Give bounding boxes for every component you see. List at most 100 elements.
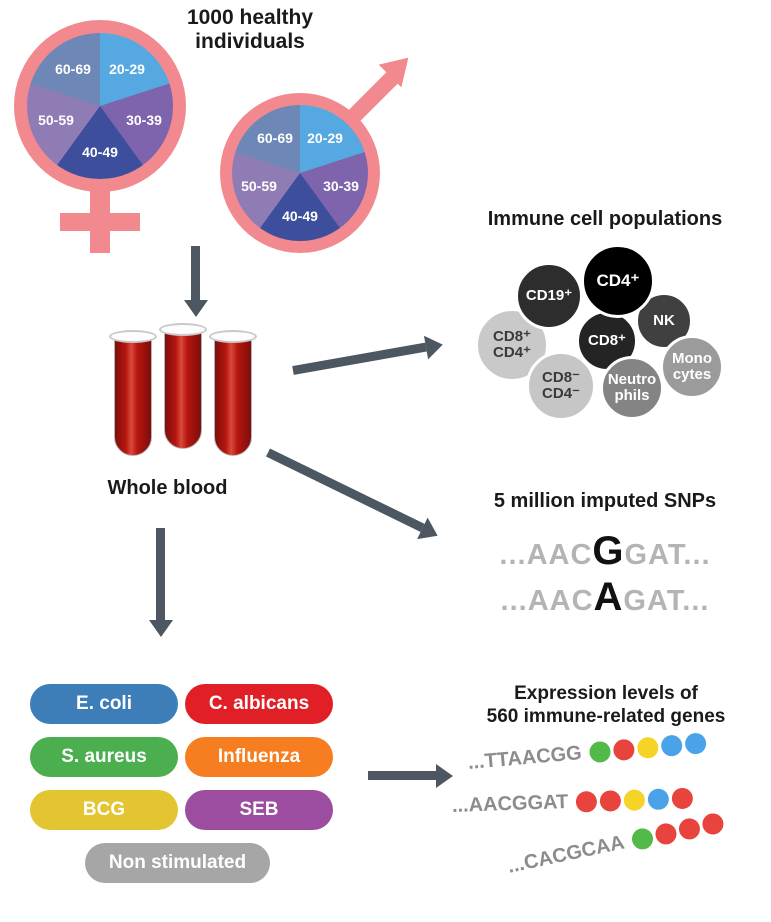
expression-bead [676, 816, 702, 842]
cell-label: Mono [672, 350, 712, 368]
expression-bead [599, 790, 622, 812]
expression-bead [629, 826, 655, 852]
expression-bead [636, 736, 660, 760]
male-symbol-ring: 20-29 30-39 40-49 50-59 60-69 [220, 93, 380, 253]
cell-label: NK [653, 312, 675, 330]
stimulus-label: E. coli [76, 693, 132, 714]
cell-label: cytes [672, 366, 712, 383]
stimulus-label: SEB [239, 799, 279, 820]
snp-sequence-alt: ...AACAGAT... [450, 574, 760, 620]
gene-sequence: ...CACGCAA [505, 831, 627, 878]
sequence-prefix: ...AAC [500, 585, 594, 617]
cell-cd8neg-cd4neg: CD8⁻ CD4⁻ [526, 351, 596, 421]
cell-label: Neutro [607, 371, 657, 389]
snp-sequence-ref: ...AACGGAT... [450, 528, 760, 574]
arrow-blood-to-cells [292, 342, 427, 375]
expression-bead [575, 790, 598, 813]
stimulus-seb: SEB [185, 790, 333, 830]
cohort-title-line1: 1000 healthy [186, 6, 314, 29]
expression-title-line2: 560 immune-related genes [486, 705, 726, 727]
sequence-suffix: GAT... [623, 585, 710, 617]
arrow-stimuli-to-expression [368, 763, 453, 788]
cell-cd8pos-cd4pos: CD8⁺ CD4⁺ [475, 308, 549, 382]
expression-bead [623, 789, 646, 811]
gene-expression-row: ...AACGGAT [452, 787, 694, 818]
expression-title: Expression levels of 560 immune-related … [445, 683, 767, 729]
cell-label: CD8⁻ [542, 369, 580, 387]
expression-bead [684, 732, 708, 755]
gene-expression-row: ...TTAACGG [467, 731, 708, 775]
cell-label: phils [614, 387, 650, 404]
male-age-pie: 20-29 30-39 40-49 50-59 60-69 [232, 105, 368, 241]
stimulus-label: BCG [82, 799, 126, 820]
pie-label-30-39: 30-39 [126, 112, 162, 128]
snp-title: 5 million imputed SNPs [493, 490, 717, 512]
stimulus-e-coli: E. coli [30, 684, 178, 724]
pie-label-20-29: 20-29 [307, 130, 343, 146]
cohort-title: 1000 healthy individuals [150, 6, 350, 54]
snp-variant-letter: A [593, 575, 624, 619]
cell-label: CD8⁺ [493, 328, 531, 346]
tube-rim [159, 323, 207, 336]
cell-label: CD4⁺ [596, 271, 640, 291]
tube-blood [114, 336, 152, 456]
immune-cell-cluster: CD8⁺ CD4⁺ CD19⁺ NK CD8⁺ Mono cytes CD8⁻ … [470, 240, 770, 440]
immune-cells-title: Immune cell populations [487, 208, 723, 230]
cell-monocytes: Mono cytes [660, 335, 724, 399]
whole-blood-label: Whole blood [107, 477, 228, 499]
blood-tube [209, 330, 257, 460]
pie-label-60-69: 60-69 [257, 130, 293, 146]
expression-bead [700, 811, 726, 837]
stimulus-bcg: BCG [30, 790, 178, 830]
arrow-individuals-to-blood [183, 246, 208, 317]
pie-label-50-59: 50-59 [241, 178, 277, 194]
tube-rim [209, 330, 257, 343]
tube-blood [164, 329, 202, 449]
expression-bead [612, 738, 636, 762]
stimulus-label: Non stimulated [108, 852, 247, 873]
arrow-blood-to-stimuli [148, 528, 173, 637]
pie-label-50-59: 50-59 [38, 112, 74, 128]
gene-sequence: ...AACGGAT [451, 790, 569, 817]
cell-label: CD19⁺ [525, 287, 573, 305]
sequence-prefix: ...AAC [499, 539, 593, 571]
expression-bead [647, 788, 670, 811]
cell-cd19: CD19⁺ [515, 262, 583, 330]
female-symbol-crossbar [60, 213, 140, 231]
male-symbol: 20-29 30-39 40-49 50-59 60-69 [220, 46, 420, 263]
cell-label: CD4⁺ [493, 344, 531, 361]
cell-label: CD4⁻ [542, 385, 580, 402]
pie-label-20-29: 20-29 [109, 61, 145, 77]
snp-sequences: ...AACGGAT... ...AACAGAT... [450, 528, 760, 620]
stimulus-s-aureus: S. aureus [30, 737, 178, 777]
female-symbol-ring: 20-29 30-39 40-49 50-59 60-69 [14, 20, 186, 192]
snp-variant-letter: G [592, 529, 625, 573]
sequence-suffix: GAT... [624, 539, 711, 571]
cell-label: CD8⁺ [588, 332, 626, 350]
stimulus-label: Influenza [217, 746, 301, 767]
tube-rim [109, 330, 157, 343]
pie-label-60-69: 60-69 [55, 61, 91, 77]
cell-neutrophils: Neutro phils [600, 356, 664, 420]
cohort-title-line2: individuals [195, 30, 305, 54]
expression-bead [653, 821, 679, 847]
stimulus-label: C. albicans [208, 693, 310, 714]
blood-tube [109, 330, 157, 460]
gene-expression-row: ...CACGCAA [506, 811, 726, 879]
expression-bead [588, 740, 612, 764]
female-symbol: 20-29 30-39 40-49 50-59 60-69 [14, 20, 194, 260]
expression-bead [660, 734, 684, 758]
pie-label-30-39: 30-39 [323, 178, 359, 194]
expression-title-line1: Expression levels of [514, 683, 698, 704]
pie-label-40-49: 40-49 [82, 144, 118, 160]
stimulus-non-stimulated: Non stimulated [85, 843, 270, 883]
stimulus-influenza: Influenza [185, 737, 333, 777]
female-age-pie: 20-29 30-39 40-49 50-59 60-69 [27, 33, 173, 179]
stimulus-label: S. aureus [61, 746, 147, 767]
cell-cd4: CD4⁺ [581, 244, 655, 318]
pie-label-40-49: 40-49 [282, 208, 318, 224]
blood-tube [159, 323, 207, 453]
expression-bead [671, 787, 694, 810]
arrow-blood-to-snps [266, 448, 425, 532]
